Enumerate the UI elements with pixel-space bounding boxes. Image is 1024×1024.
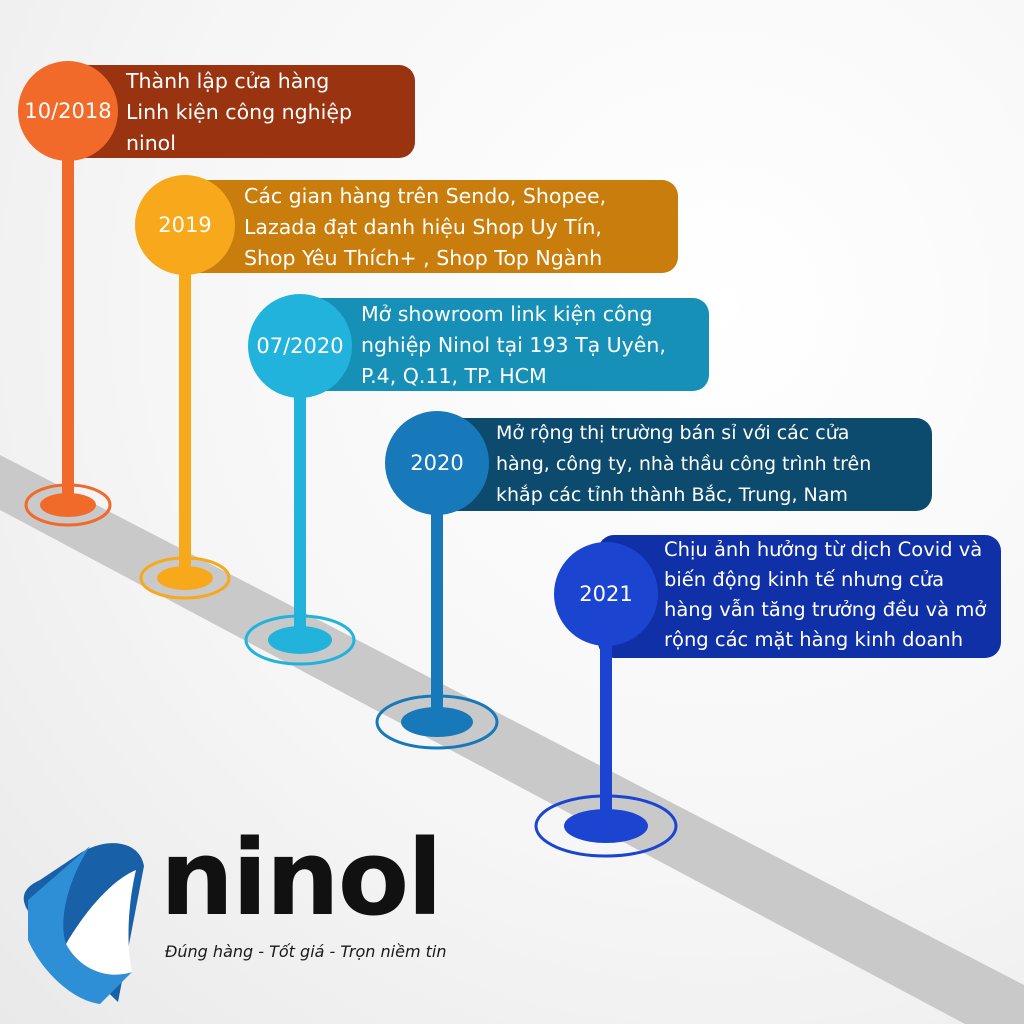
event-5-text-box bbox=[598, 535, 1001, 658]
event-3-text-box bbox=[295, 298, 709, 391]
timeline-event-2 bbox=[135, 175, 678, 600]
event-5-base-ring bbox=[534, 794, 678, 858]
event-1-year: 10/2018 bbox=[24, 99, 112, 123]
event-3-year-circle bbox=[248, 294, 352, 398]
event-2-text-box bbox=[178, 180, 678, 273]
event-5-year-circle bbox=[554, 542, 658, 646]
event-5-description: Chịu ảnh hưởng từ dịch Covid và biến độn… bbox=[664, 538, 987, 651]
timeline-event-1 bbox=[18, 61, 415, 527]
event-3-base-disc bbox=[268, 626, 332, 654]
event-4-base-disc bbox=[401, 707, 473, 737]
event-1-year-circle bbox=[18, 61, 118, 161]
event-5-base-disc bbox=[564, 809, 648, 843]
triangle-ribbon-icon bbox=[23, 843, 144, 1004]
event-4-text-box bbox=[430, 418, 932, 511]
timeline-road bbox=[0, 455, 1024, 1024]
event-1-base-disc bbox=[40, 493, 96, 517]
brand-tagline: Đúng hàng - Tốt giá - Trọn niềm tin bbox=[165, 942, 447, 961]
event-4-description: Mở rộng thị trường bán sỉ với các cửa hà… bbox=[496, 422, 872, 506]
event-3-description: Mở showroom link kiện công nghiệp Ninol … bbox=[361, 302, 666, 388]
event-1-text-box bbox=[60, 65, 415, 158]
event-4-year: 2020 bbox=[410, 451, 464, 475]
event-4-year-circle bbox=[385, 411, 489, 515]
event-5-year: 2021 bbox=[579, 582, 633, 606]
brand-name: ninol bbox=[160, 817, 443, 939]
event-1-base-ring bbox=[24, 483, 112, 527]
event-1-description: Thành lập cửa hàng Linh kiện công nghiệp… bbox=[126, 69, 352, 155]
event-4-base-ring bbox=[375, 694, 499, 750]
event-2-base-disc bbox=[157, 566, 213, 590]
event-2-year-circle bbox=[135, 175, 235, 275]
event-3-year: 07/2020 bbox=[256, 334, 344, 358]
event-3-base-ring bbox=[244, 614, 356, 666]
timeline-event-5 bbox=[534, 535, 1001, 858]
event-2-base-ring bbox=[139, 556, 231, 600]
timeline-event-3 bbox=[244, 294, 709, 666]
timeline-event-4 bbox=[375, 411, 932, 750]
event-2-year: 2019 bbox=[158, 213, 212, 237]
event-2-description: Các gian hàng trên Sendo, Shopee, Lazada… bbox=[244, 184, 607, 270]
